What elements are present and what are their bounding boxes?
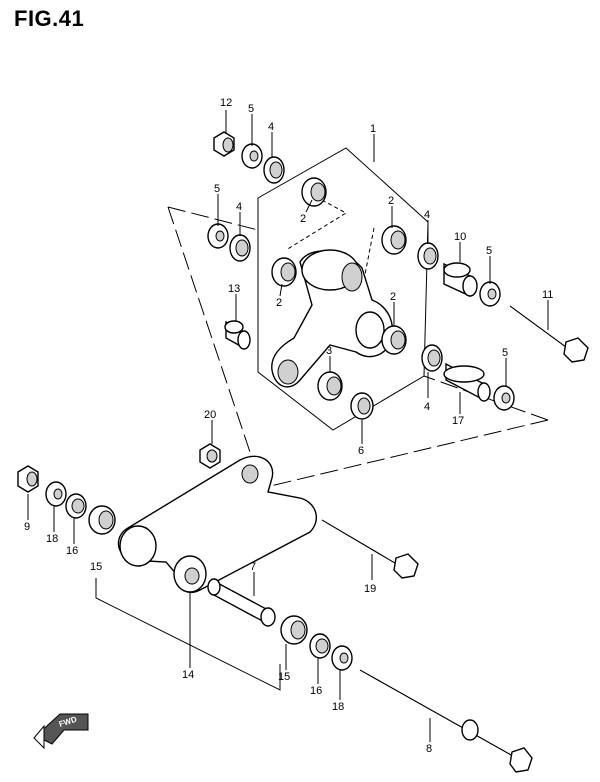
callout-4: 4: [268, 121, 274, 133]
forward-direction-badge: FWD: [33, 713, 89, 750]
callout-3: 3: [326, 345, 332, 357]
oil-seal: [417, 242, 439, 270]
callout-5: 5: [214, 183, 220, 195]
callout-15: 15: [278, 671, 290, 683]
callout-5: 5: [486, 245, 492, 257]
needle-bearing: [381, 225, 407, 255]
callout-18: 18: [332, 701, 344, 713]
needle-bearing: [280, 615, 308, 645]
washer: [45, 481, 67, 507]
callout-11: 11: [542, 289, 553, 301]
callout-16: 16: [310, 685, 322, 697]
callout-12: 12: [220, 97, 232, 109]
oil-seal: [229, 234, 251, 262]
callout-2: 2: [300, 213, 306, 225]
callout-2: 2: [276, 297, 282, 309]
callout-5: 5: [502, 347, 508, 359]
washer: [207, 223, 229, 249]
callout-7: 7: [250, 561, 256, 573]
callout-2: 2: [388, 195, 394, 207]
washer: [479, 281, 501, 307]
spacer-collar: [207, 578, 276, 627]
spacer-collar: [443, 362, 491, 402]
needle-bearing: [88, 505, 116, 535]
needle-bearing: [301, 177, 327, 207]
flange-nut: [199, 443, 221, 469]
callout-9: 9: [24, 521, 30, 533]
callout-4: 4: [424, 401, 430, 413]
callout-15: 15: [90, 561, 102, 573]
cushion-rod-body: [117, 455, 318, 594]
washer: [493, 385, 515, 411]
spacer-collar: [224, 320, 251, 350]
callout-4: 4: [236, 201, 242, 213]
callout-19: 19: [364, 583, 376, 595]
oil-seal: [309, 633, 331, 659]
callout-labels: 12 5 4 1 5 4 2 2 4 10 5 11 13 2 2 3 5 4 …: [24, 97, 553, 755]
oil-seal: [421, 344, 443, 372]
callout-6: 6: [358, 445, 364, 457]
washer: [331, 645, 353, 671]
callout-4: 4: [424, 209, 430, 221]
bolt: [321, 519, 419, 579]
relay-link-body: [271, 249, 394, 388]
needle-bearing: [271, 257, 297, 287]
callout-5: 5: [248, 103, 254, 115]
long-bolt: [359, 669, 533, 773]
bolt: [509, 305, 589, 363]
bearing-group-bracket: [95, 578, 281, 691]
needle-bearing: [381, 325, 407, 355]
callout-2: 2: [390, 291, 396, 303]
needle-bearing: [317, 371, 343, 401]
spacer-collar: [443, 262, 478, 298]
callout-1: 1: [370, 123, 376, 135]
dust-seal: [350, 392, 374, 420]
figure-title: FIG.41: [14, 6, 85, 31]
oil-seal: [263, 156, 285, 184]
callout-18: 18: [46, 533, 58, 545]
callout-13: 13: [228, 283, 240, 295]
washer: [241, 143, 263, 169]
callout-10: 10: [454, 231, 466, 243]
callout-16: 16: [66, 545, 78, 557]
flange-nut: [17, 465, 39, 493]
leader-lines: [27, 110, 549, 742]
bearing-group-leader: [285, 199, 347, 251]
callout-14: 14: [182, 669, 194, 681]
callout-8: 8: [426, 743, 432, 755]
oil-seal: [65, 493, 87, 519]
callout-20: 20: [204, 409, 216, 421]
callout-17: 17: [452, 415, 464, 427]
flange-nut: [213, 131, 235, 157]
